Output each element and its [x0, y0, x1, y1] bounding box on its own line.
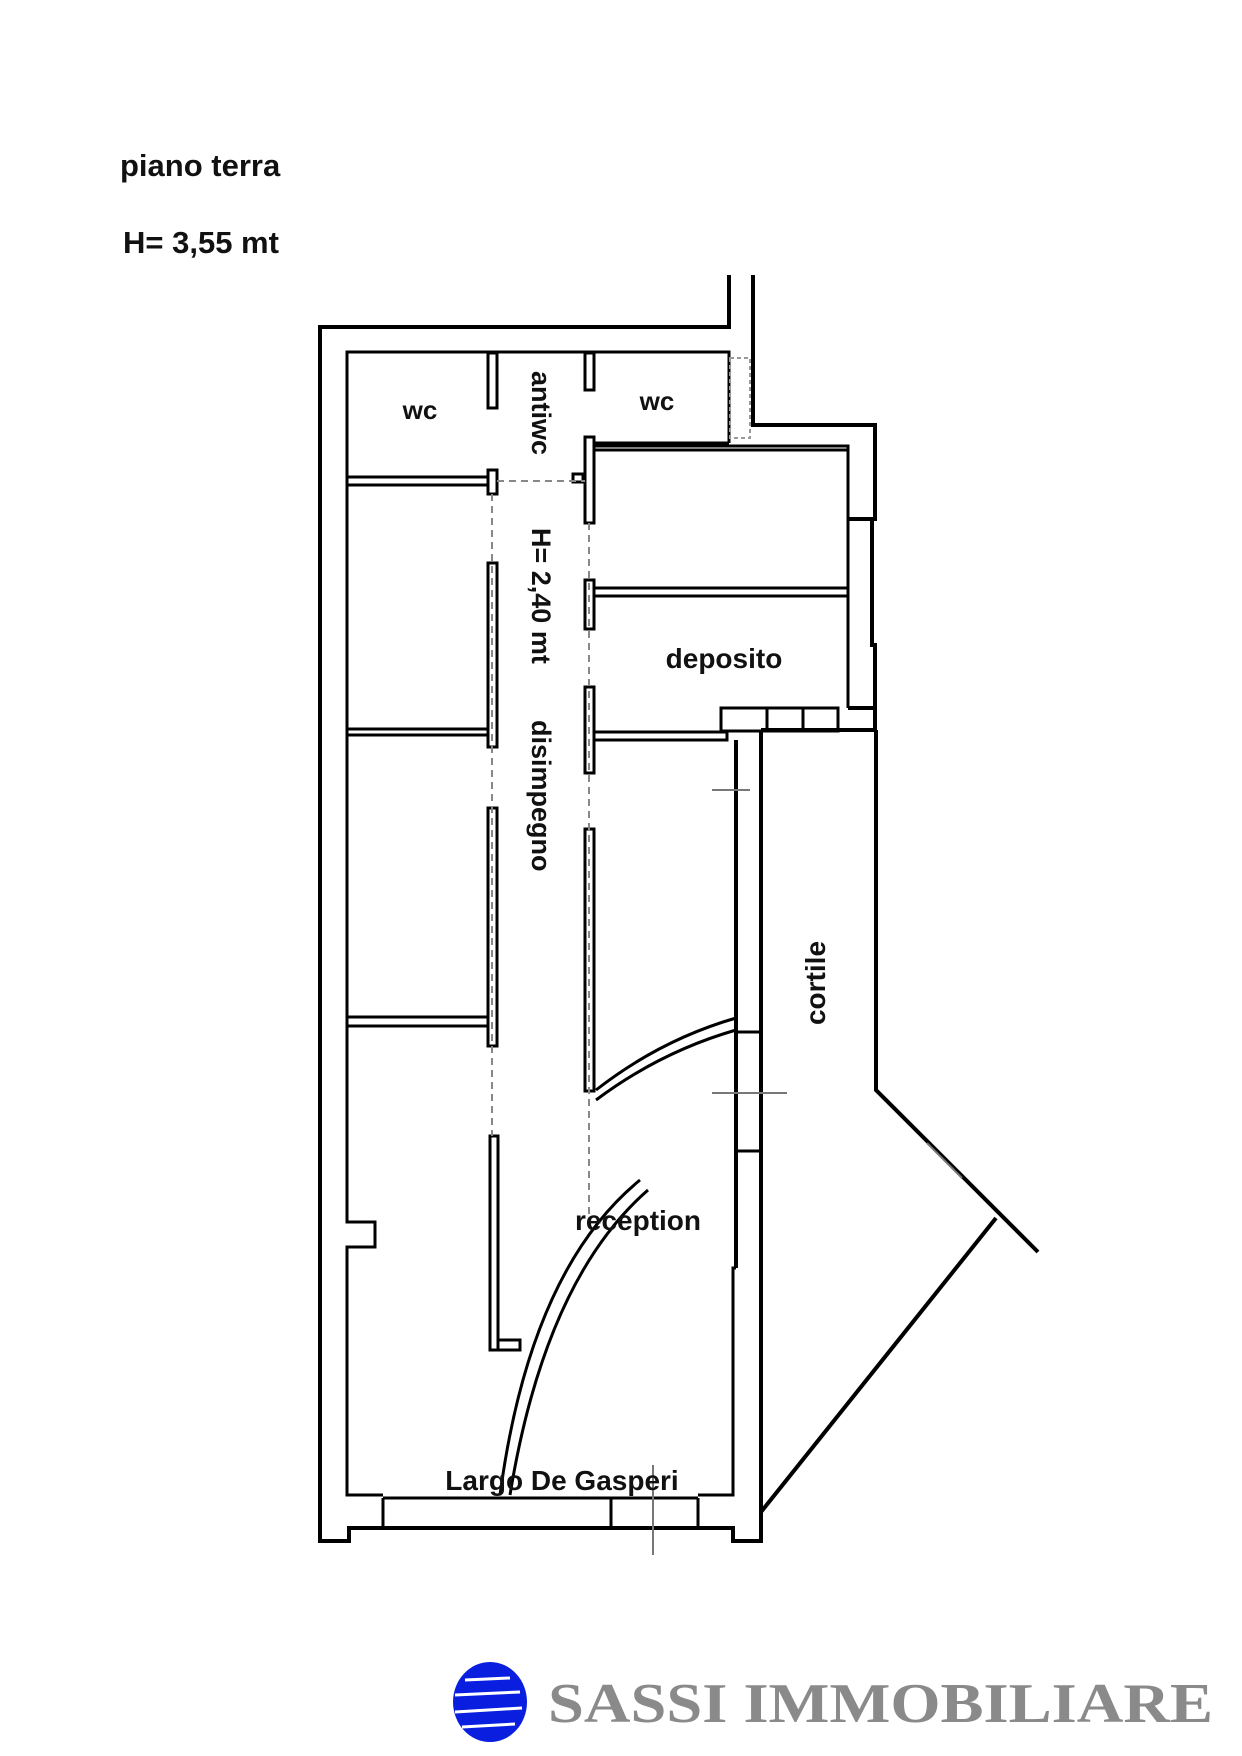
room-label-wc-left: wc [402, 395, 438, 425]
corridor-height-label: H= 2,40 mt [526, 528, 556, 664]
room-label-reception: reception [575, 1205, 701, 1236]
room-label-antiwc: antiwc [526, 371, 556, 455]
floor-label: piano terra [120, 148, 281, 183]
room-label-wc-right: wc [639, 386, 675, 416]
room-label-cortile: cortile [800, 941, 831, 1025]
company-logo: SASSI IMMOBILIARE [453, 1662, 1213, 1742]
building-walls [318, 275, 1040, 1555]
room-label-deposito: deposito [666, 643, 783, 674]
logo-text: SASSI IMMOBILIARE [548, 1673, 1213, 1735]
room-label-disimpegno: disimpegno [526, 720, 556, 872]
ceiling-height-label: H= 3,55 mt [123, 225, 279, 260]
street-label: Largo De Gasperi [445, 1465, 678, 1496]
globe-icon [453, 1662, 527, 1742]
